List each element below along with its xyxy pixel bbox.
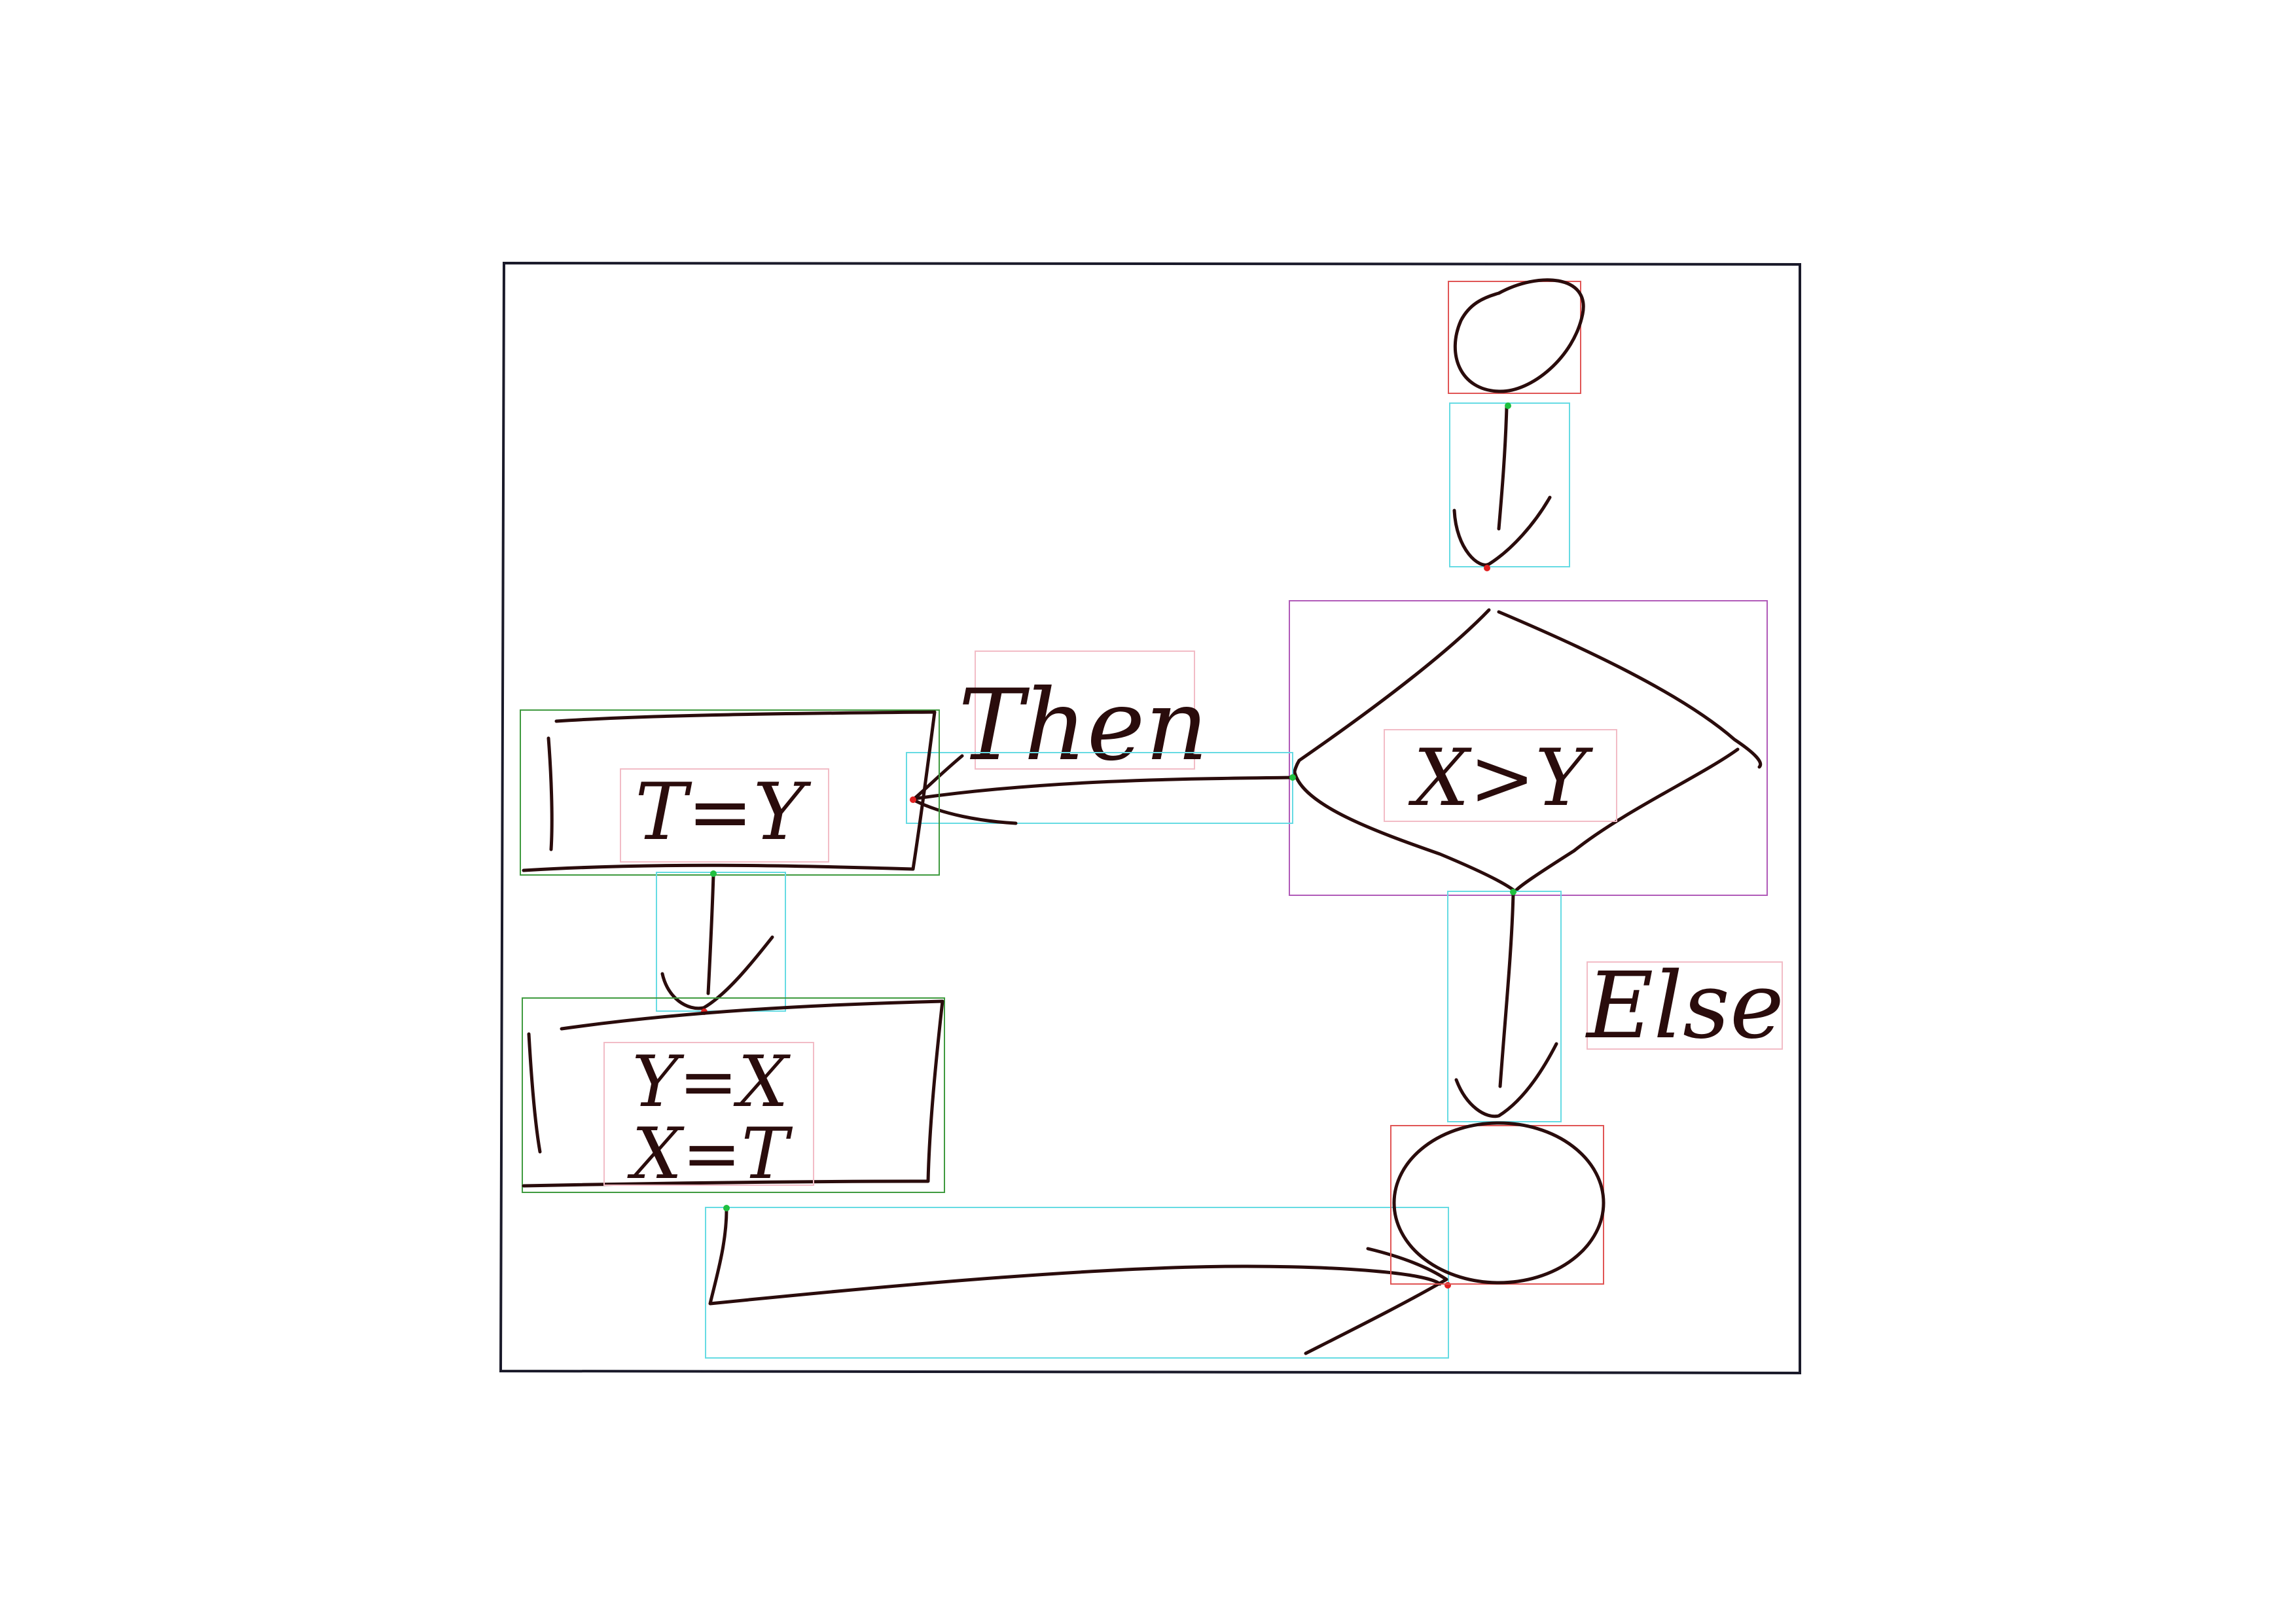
process-2-line-2: X=T xyxy=(627,1113,793,1195)
then-arrow-tail-marker xyxy=(1289,774,1296,781)
arrow-tail-marker-3 xyxy=(723,1205,730,1211)
arrow-process1-to-process2 xyxy=(656,870,786,1015)
arrow-head-2 xyxy=(660,935,774,1010)
diagram-frame xyxy=(499,261,1801,1375)
start-node-bbox xyxy=(1448,281,1581,394)
arrow-tail-marker-2 xyxy=(710,870,717,877)
process-1-text-bbox xyxy=(620,768,829,863)
arrow-process2-to-end xyxy=(705,1205,1451,1359)
arrow-bbox xyxy=(1449,402,1570,567)
else-arrow-head xyxy=(1454,1042,1558,1118)
else-label-bbox xyxy=(1587,961,1783,1050)
arrow-shaft xyxy=(1497,405,1509,531)
start-node xyxy=(1448,278,1585,394)
arrow-bbox-3 xyxy=(705,1207,1449,1359)
process-1-rect xyxy=(522,710,937,872)
then-label-bbox xyxy=(975,651,1195,770)
arrow-tail-marker xyxy=(1505,402,1511,409)
arrow-head-marker-3 xyxy=(1444,1282,1451,1289)
then-label: Then xyxy=(958,669,1208,783)
decision-node-bbox xyxy=(1289,600,1768,896)
process-1-bbox xyxy=(520,709,940,876)
process-2-bbox xyxy=(522,997,945,1193)
else-arrow-tail-marker xyxy=(1510,889,1516,895)
else-label: Else xyxy=(1585,953,1784,1060)
arrow-head xyxy=(1452,495,1552,567)
arrow-head-3 xyxy=(1304,1247,1448,1355)
else-edge: Else xyxy=(1447,889,1784,1122)
process-1-text: T=Y xyxy=(635,767,812,858)
arrow-shaft-2 xyxy=(706,873,715,995)
decision-diamond xyxy=(1293,608,1763,893)
end-circle xyxy=(1392,1121,1605,1285)
end-node xyxy=(1390,1121,1605,1285)
decision-text-bbox xyxy=(1384,729,1617,822)
then-arrow-head-marker xyxy=(910,796,916,803)
then-arrow-shaft xyxy=(914,776,1295,800)
arrow-bbox-2 xyxy=(656,872,786,1012)
start-ellipse xyxy=(1453,278,1585,393)
then-arrow-bbox xyxy=(906,752,1293,824)
then-edge: Then xyxy=(906,651,1296,825)
arrow-shaft-3 xyxy=(708,1207,1442,1306)
arrow-start-to-decision xyxy=(1449,402,1570,571)
decision-condition: X>Y xyxy=(1408,733,1593,824)
process-node-2: Y=X X=T xyxy=(522,997,945,1195)
else-arrow-bbox xyxy=(1447,891,1562,1122)
process-node-1: T=Y xyxy=(520,709,940,876)
process-2-line-1: Y=X xyxy=(632,1041,791,1123)
decision-node: X>Y xyxy=(1289,600,1768,896)
process-2-text-bbox xyxy=(603,1042,814,1186)
process-2-rect xyxy=(522,999,944,1188)
arrow-head-marker xyxy=(1484,565,1490,571)
else-arrow-shaft xyxy=(1498,891,1515,1088)
